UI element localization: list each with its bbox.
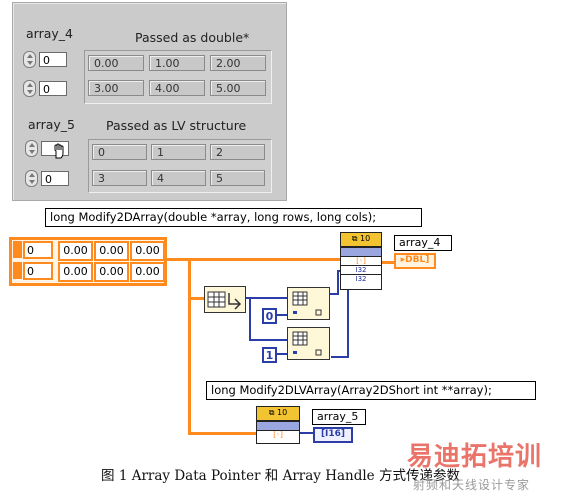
- constant-cell[interactable]: 0.00: [94, 262, 129, 282]
- int-wire: [331, 356, 349, 358]
- watermark-slogan: 射频和天线设计专家: [413, 478, 531, 492]
- index-array-icon: [292, 331, 322, 356]
- array-5-cell[interactable]: 4: [151, 170, 206, 186]
- clfn-term: [◦]: [341, 256, 381, 266]
- clfn-term: I32: [341, 265, 381, 275]
- index-spinner-icon: [13, 241, 22, 258]
- index-array-node-cols[interactable]: [287, 327, 330, 360]
- constant-cell[interactable]: 0.00: [130, 262, 165, 282]
- int-wire: [347, 280, 349, 358]
- array-4-cell[interactable]: 1.00: [149, 55, 205, 71]
- figure-caption: 图 1 Array Data Pointer 和 Array Handle 方式…: [101, 468, 460, 484]
- constant-col-index[interactable]: 0: [23, 262, 53, 280]
- dll-icon: ⧉ 10: [257, 407, 299, 421]
- dbl-wire: [166, 258, 340, 261]
- indicator-array-5-label: array_5: [312, 409, 366, 425]
- array-4-cell[interactable]: 0.00: [88, 55, 144, 71]
- index-spinner-icon: [13, 262, 22, 279]
- watermark-brand: 易迪拓培训: [407, 442, 543, 472]
- int-wire: [329, 293, 339, 295]
- constant-cell[interactable]: 0.00: [58, 262, 93, 282]
- array-size-icon: [207, 291, 242, 310]
- clfn-term: [◦]: [257, 430, 299, 440]
- dll-icon: ⧉ 10: [341, 233, 381, 247]
- indicator-array-5-terminal[interactable]: [I16]: [313, 427, 353, 443]
- clfn-term: I32: [341, 274, 381, 284]
- array-5-cell[interactable]: 3: [92, 170, 147, 186]
- int-wire: [249, 339, 287, 341]
- int-wire: [249, 297, 251, 341]
- index-array-icon: [292, 291, 322, 316]
- constant-cell[interactable]: 0.00: [94, 241, 129, 261]
- array-5-row-index-spinner[interactable]: [25, 140, 38, 157]
- call2-prototype-label: long Modify2DLVArray(Array2DShort int **…: [206, 381, 536, 400]
- array-4-caption: Passed as double*: [135, 30, 250, 45]
- call-library-function-node-1[interactable]: ⧉ 10 [◦] I32 I32: [340, 232, 382, 290]
- array-4-cell[interactable]: 2.00: [210, 55, 266, 71]
- array-5-cell[interactable]: 5: [210, 170, 265, 186]
- array-4-cell[interactable]: 4.00: [149, 80, 205, 96]
- int-wire: [300, 432, 314, 434]
- array-4-cell[interactable]: 5.00: [210, 80, 266, 96]
- call1-prototype-label: long Modify2DArray(double *array, long r…: [45, 208, 422, 227]
- array-4-row-index-spinner[interactable]: [23, 51, 36, 68]
- constant-cell[interactable]: 0.00: [130, 241, 165, 261]
- array-5-cell[interactable]: 2: [210, 144, 265, 160]
- call-library-function-node-2[interactable]: ⧉ 10 [◦]: [256, 406, 300, 444]
- dbl-wire: [188, 258, 191, 434]
- int-wire: [276, 353, 288, 355]
- array-5-label: array_5: [28, 117, 75, 132]
- int-wire: [246, 297, 288, 299]
- array-4-label: array_4: [26, 26, 73, 41]
- array-4-row-index-input[interactable]: 0: [39, 52, 67, 67]
- indicator-array-4-terminal[interactable]: ▸DBL]: [394, 253, 436, 269]
- hand-cursor-icon: [52, 143, 66, 159]
- clfn-term: [341, 247, 381, 257]
- array-4-cell[interactable]: 3.00: [88, 80, 144, 96]
- array-5-cell[interactable]: 1: [151, 144, 206, 160]
- dbl-wire: [188, 432, 256, 435]
- int-wire: [276, 314, 288, 316]
- constant-cell[interactable]: 0.00: [58, 241, 93, 261]
- dimension-constant-0[interactable]: 0: [262, 308, 277, 324]
- array-5-caption: Passed as LV structure: [106, 118, 247, 133]
- dimension-constant-1[interactable]: 1: [262, 347, 277, 363]
- clfn-term: [257, 421, 299, 431]
- indicator-array-4-label: array_4: [394, 235, 452, 251]
- array-4-col-index-spinner[interactable]: [23, 80, 36, 97]
- int-wire: [337, 270, 341, 272]
- array-5-col-index-input[interactable]: 0: [41, 171, 69, 186]
- array-5-col-index-spinner[interactable]: [25, 170, 38, 187]
- constant-row-index[interactable]: 0: [23, 241, 53, 259]
- array-size-node[interactable]: [204, 286, 246, 313]
- int-wire: [337, 270, 339, 295]
- array-4-col-index-input[interactable]: 0: [39, 81, 67, 96]
- index-array-node-rows[interactable]: [287, 287, 330, 320]
- dbl-wire: [380, 261, 394, 264]
- dbl-wire: [188, 297, 204, 300]
- array-5-cell[interactable]: 0: [92, 144, 147, 160]
